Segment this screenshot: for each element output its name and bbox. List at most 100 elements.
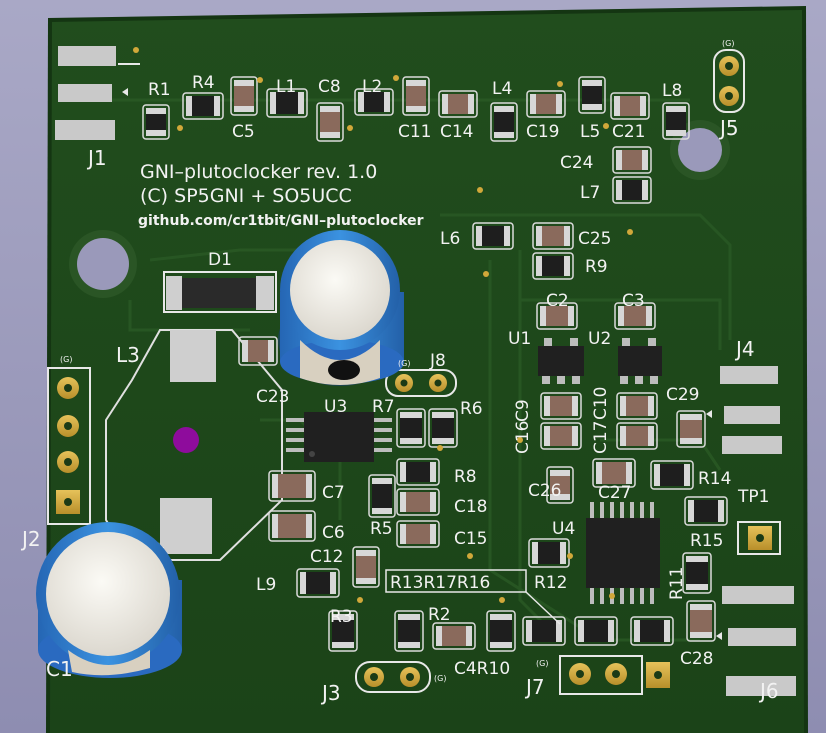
label-j2: J2 bbox=[20, 527, 41, 551]
smd-capacitor-23 bbox=[540, 392, 582, 420]
smd-resistor-5 bbox=[354, 88, 394, 116]
via-0 bbox=[133, 47, 139, 53]
tp1-testpoint bbox=[737, 521, 781, 555]
label-c24: C24 bbox=[560, 153, 594, 173]
label-r2: R2 bbox=[428, 605, 451, 625]
label-c23: C23 bbox=[256, 387, 290, 407]
j8-ground-mark: (G) bbox=[398, 359, 410, 368]
smd-resistor-12 bbox=[662, 102, 690, 140]
smd-resistor-3 bbox=[266, 88, 308, 118]
smd-resistor-42 bbox=[328, 610, 358, 652]
label-c11: C11 bbox=[398, 122, 432, 142]
label-u1: U1 bbox=[508, 329, 531, 349]
label-c3: C3 bbox=[622, 291, 645, 311]
smd-resistor-37 bbox=[684, 496, 728, 526]
via-6 bbox=[477, 187, 483, 193]
label-c2: C2 bbox=[546, 291, 569, 311]
label-j7: J7 bbox=[524, 675, 545, 699]
j3-ground-mark: (G) bbox=[434, 674, 446, 683]
label-l5: L5 bbox=[580, 122, 600, 142]
via-11 bbox=[567, 553, 573, 559]
via-3 bbox=[347, 125, 353, 131]
smd-resistor-8 bbox=[490, 102, 518, 142]
label-c19: C19 bbox=[526, 122, 560, 142]
smd-capacitor-7 bbox=[438, 90, 478, 118]
via-16 bbox=[437, 445, 443, 451]
j5-header bbox=[713, 49, 745, 113]
smd-capacitor-9 bbox=[526, 90, 566, 118]
via-10 bbox=[517, 437, 523, 443]
label-c28: C28 bbox=[680, 649, 714, 669]
label-r5: R5 bbox=[370, 519, 393, 539]
smd-capacitor-49 bbox=[686, 600, 716, 642]
label-l6: L6 bbox=[440, 229, 460, 249]
smd-capacitor-13 bbox=[612, 146, 652, 174]
c23-electrolytic bbox=[278, 230, 404, 386]
smd-resistor-43 bbox=[394, 610, 424, 652]
label-l9: L9 bbox=[256, 575, 276, 595]
smd-capacitor-11 bbox=[610, 92, 650, 120]
j7-ground-mark: (G) bbox=[536, 659, 548, 668]
smd-capacitor-19 bbox=[614, 302, 656, 330]
label-u3: U3 bbox=[324, 397, 347, 417]
c1-electrolytic bbox=[36, 522, 182, 678]
via-2 bbox=[257, 77, 263, 83]
smd-capacitor-30 bbox=[396, 520, 440, 548]
smd-capacitor-20 bbox=[238, 336, 278, 366]
label-r6: R6 bbox=[460, 399, 483, 419]
label-r14: R14 bbox=[698, 469, 731, 489]
label-tp1: TP1 bbox=[737, 487, 769, 507]
label-r7: R7 bbox=[372, 397, 395, 417]
j1-edge-pads bbox=[55, 46, 140, 140]
via-8 bbox=[603, 123, 609, 129]
smd-resistor-48 bbox=[630, 616, 674, 646]
label-l1: L1 bbox=[276, 77, 296, 97]
j2-ground-mark: (G) bbox=[60, 355, 72, 364]
label-r12: R12 bbox=[534, 573, 567, 593]
label-r9: R9 bbox=[585, 257, 608, 277]
label-c17: C17 bbox=[591, 420, 611, 454]
j3-header bbox=[355, 661, 431, 693]
via-14 bbox=[467, 553, 473, 559]
label-c26: C26 bbox=[528, 481, 562, 501]
label-c14: C14 bbox=[440, 122, 474, 142]
smd-resistor-15 bbox=[472, 222, 514, 250]
smd-resistor-41 bbox=[296, 568, 340, 598]
label-r8: R8 bbox=[454, 467, 477, 487]
label-r1: R1 bbox=[148, 80, 171, 100]
label-c10: C10 bbox=[591, 386, 611, 420]
label-u2: U2 bbox=[588, 329, 611, 349]
smd-resistor-14 bbox=[612, 176, 652, 204]
smd-resistor-17 bbox=[532, 252, 574, 280]
smd-resistor-39 bbox=[682, 552, 712, 594]
d1-diode bbox=[163, 271, 277, 313]
smd-capacitor-18 bbox=[536, 302, 578, 330]
smd-capacitor-33 bbox=[268, 510, 316, 542]
label-c4r10: C4R10 bbox=[454, 659, 510, 679]
smd-capacitor-29 bbox=[396, 488, 440, 516]
label-r3: R3 bbox=[330, 607, 353, 627]
j7-header bbox=[559, 655, 670, 695]
smd-resistor-22 bbox=[428, 408, 458, 448]
silkscreen-text: GNI–plutoclocker rev. 1.0 (C) SP5GNI + S… bbox=[60, 39, 734, 683]
smd-capacitor-26 bbox=[616, 422, 658, 450]
via-4 bbox=[393, 75, 399, 81]
smd-capacitor-35 bbox=[592, 458, 636, 488]
label-c16: C16 bbox=[513, 420, 533, 454]
label-c27: C27 bbox=[598, 483, 632, 503]
via-7 bbox=[557, 81, 563, 87]
smd-resistor-31 bbox=[368, 474, 396, 518]
j6-edge-pads bbox=[716, 586, 796, 696]
label-j3: J3 bbox=[320, 681, 341, 705]
smd-capacitor-27 bbox=[676, 410, 706, 448]
j4-edge-pads bbox=[706, 366, 782, 454]
smd-capacitor-24 bbox=[616, 392, 658, 420]
via-9 bbox=[627, 229, 633, 235]
label-j4: J4 bbox=[734, 337, 755, 361]
label-c6: C6 bbox=[322, 523, 345, 543]
label-c12: C12 bbox=[310, 547, 344, 567]
label-r15: R15 bbox=[690, 531, 723, 551]
label-j6: J6 bbox=[758, 679, 779, 703]
